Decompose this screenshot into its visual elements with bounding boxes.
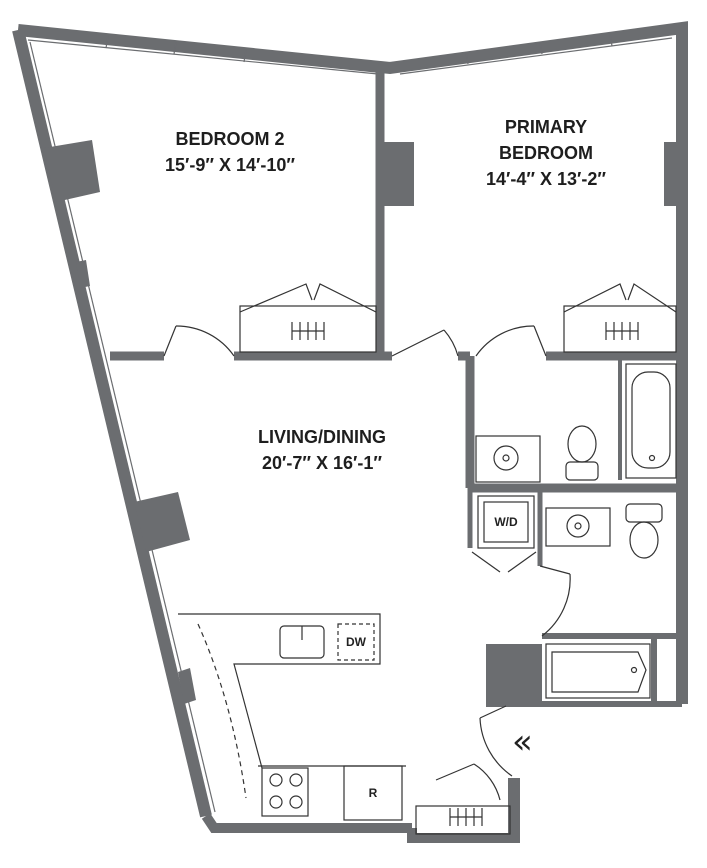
primary-bath-fixtures	[475, 363, 677, 483]
washer-dryer-label: W/D	[494, 515, 518, 529]
closets	[239, 283, 677, 835]
doors	[163, 325, 571, 801]
columns	[44, 140, 682, 840]
second-bath-fixtures	[545, 503, 663, 699]
entry-arrow-icon: «	[512, 722, 533, 762]
living-dining-size: 20′-7″ X 16′-1″	[262, 453, 382, 473]
primary-bedroom-name-line1: PRIMARY	[504, 117, 588, 137]
kitchen	[178, 613, 406, 821]
living-dining-name: LIVING/DINING	[257, 427, 386, 447]
bedroom-2-name: BEDROOM 2	[175, 129, 285, 149]
bedroom-2-size: 15′-9″ X 14′-10″	[165, 155, 295, 175]
dishwasher-label: DW	[346, 635, 366, 649]
bedroom-2-label: BEDROOM 2 15′-9″ X 14′-10″	[150, 126, 310, 178]
primary-bedroom-label: PRIMARY BEDROOM 14′-4″ X 13′-2″	[466, 114, 626, 192]
interior-walls	[110, 70, 682, 707]
living-dining-label: LIVING/DINING 20′-7″ X 16′-1″	[232, 424, 412, 476]
primary-bedroom-name-line2: BEDROOM	[499, 143, 593, 163]
wd-closet	[477, 495, 535, 549]
refrigerator-label: R	[368, 786, 378, 800]
primary-bedroom-size: 14′-4″ X 13′-2″	[486, 169, 606, 189]
